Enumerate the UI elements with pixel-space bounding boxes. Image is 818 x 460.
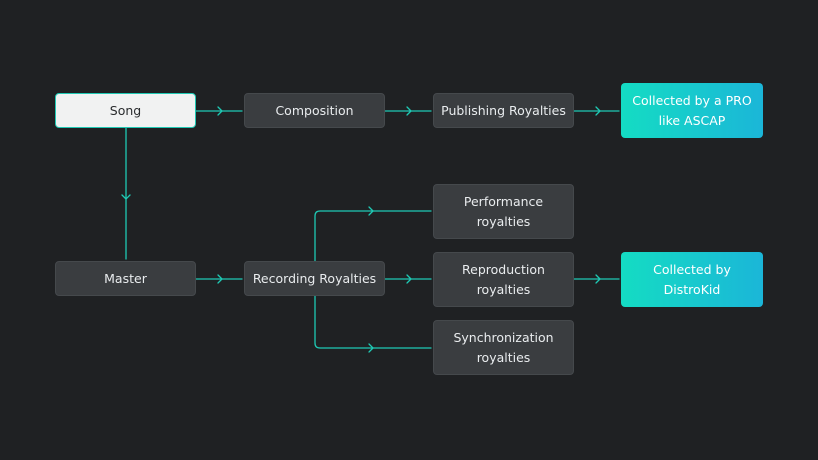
- node-reproduction-royalties: Reproduction royalties: [433, 252, 574, 307]
- edge-recording-reproduction: [384, 274, 432, 284]
- node-composition: Composition: [244, 93, 385, 128]
- node-publishing-royalties: Publishing Royalties: [433, 93, 574, 128]
- edge-song-composition: [195, 106, 243, 116]
- node-collected-by-distrokid: Collected by DistroKid: [621, 252, 763, 307]
- node-song: Song: [55, 93, 196, 128]
- edge-reproduction-distrokid: [573, 274, 620, 284]
- node-collected-by-pro: Collected by a PRO like ASCAP: [621, 83, 763, 138]
- edge-composition-publishing: [384, 106, 432, 116]
- node-synchronization-royalties: Synchronization royalties: [433, 320, 574, 375]
- edge-recording-synchronization: [314, 295, 432, 353]
- edge-recording-performance: [314, 206, 432, 262]
- edge-master-recording: [195, 274, 243, 284]
- node-master: Master: [55, 261, 196, 296]
- edge-publishing-pro: [573, 106, 620, 116]
- edge-song-master: [121, 127, 131, 260]
- node-recording-royalties: Recording Royalties: [244, 261, 385, 296]
- node-performance-royalties: Performance royalties: [433, 184, 574, 239]
